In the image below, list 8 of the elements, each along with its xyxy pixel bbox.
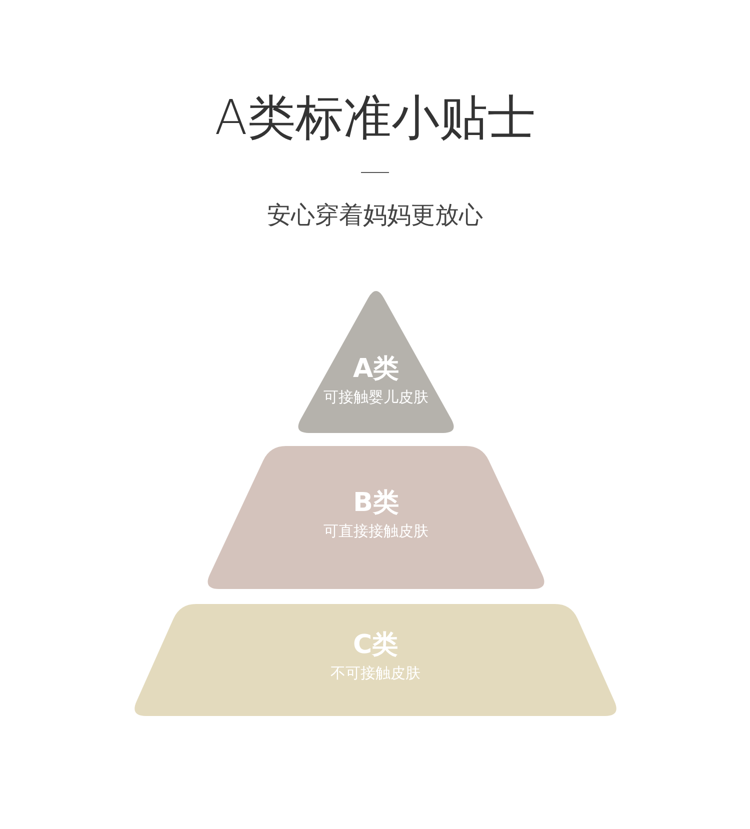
tier-heading: C类: [352, 629, 398, 662]
tier-description: 可直接接触皮肤: [324, 521, 428, 542]
tier-heading: A类: [352, 353, 400, 386]
tier-description: 可接触婴儿皮肤: [324, 387, 428, 408]
tier-description: 不可接触皮肤: [330, 663, 420, 684]
title: A类标准小贴士: [214, 89, 536, 148]
subtitle: 安心穿着妈妈更放心: [267, 200, 483, 230]
tier-heading: B类: [353, 487, 399, 520]
